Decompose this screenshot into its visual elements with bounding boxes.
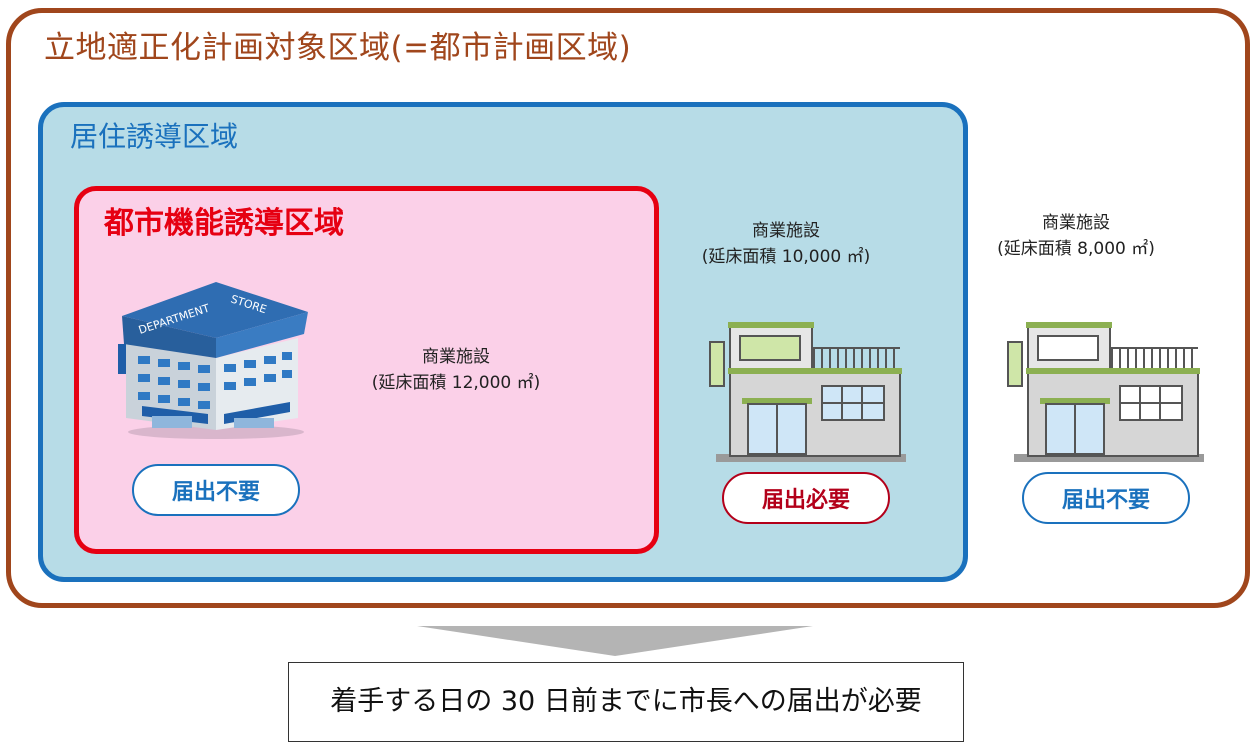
department-store-icon: DEPARTMENT STORE: [118, 282, 308, 439]
facility-3-label: 商業施設 (延床面積 8,000 ㎡): [966, 210, 1186, 262]
facility-1-label: 商業施設 (延床面積 12,000 ㎡): [336, 344, 576, 396]
facility-2-status-badge: 届出必要: [722, 472, 890, 524]
urban-function-area-title: 都市機能誘導区域: [104, 206, 344, 241]
residential-area-title: 居住誘導区域: [70, 120, 239, 153]
shop-building-icon: [1007, 322, 1204, 462]
facility-3-floor-area: (延床面積 8,000 ㎡): [997, 239, 1155, 259]
facility-1-type: 商業施設: [422, 347, 490, 367]
facility-2-label: 商業施設 (延床面積 10,000 ㎡): [666, 218, 906, 270]
planning-area-title: 立地適正化計画対象区域(=都市計画区域): [44, 30, 632, 66]
facility-3-status-badge: 届出不要: [1022, 472, 1190, 524]
facility-2-floor-area: (延床面積 10,000 ㎡): [701, 247, 871, 267]
facility-2-type: 商業施設: [752, 221, 820, 241]
notification-requirement-note: 着手する日の 30 日前までに市長への届出が必要: [288, 662, 964, 742]
down-arrow-icon: [417, 626, 813, 656]
shop-building-icon: [709, 322, 906, 462]
facility-3-type: 商業施設: [1042, 213, 1110, 233]
facility-1-floor-area: (延床面積 12,000 ㎡): [371, 373, 541, 393]
facility-1-status-badge: 届出不要: [132, 464, 300, 516]
